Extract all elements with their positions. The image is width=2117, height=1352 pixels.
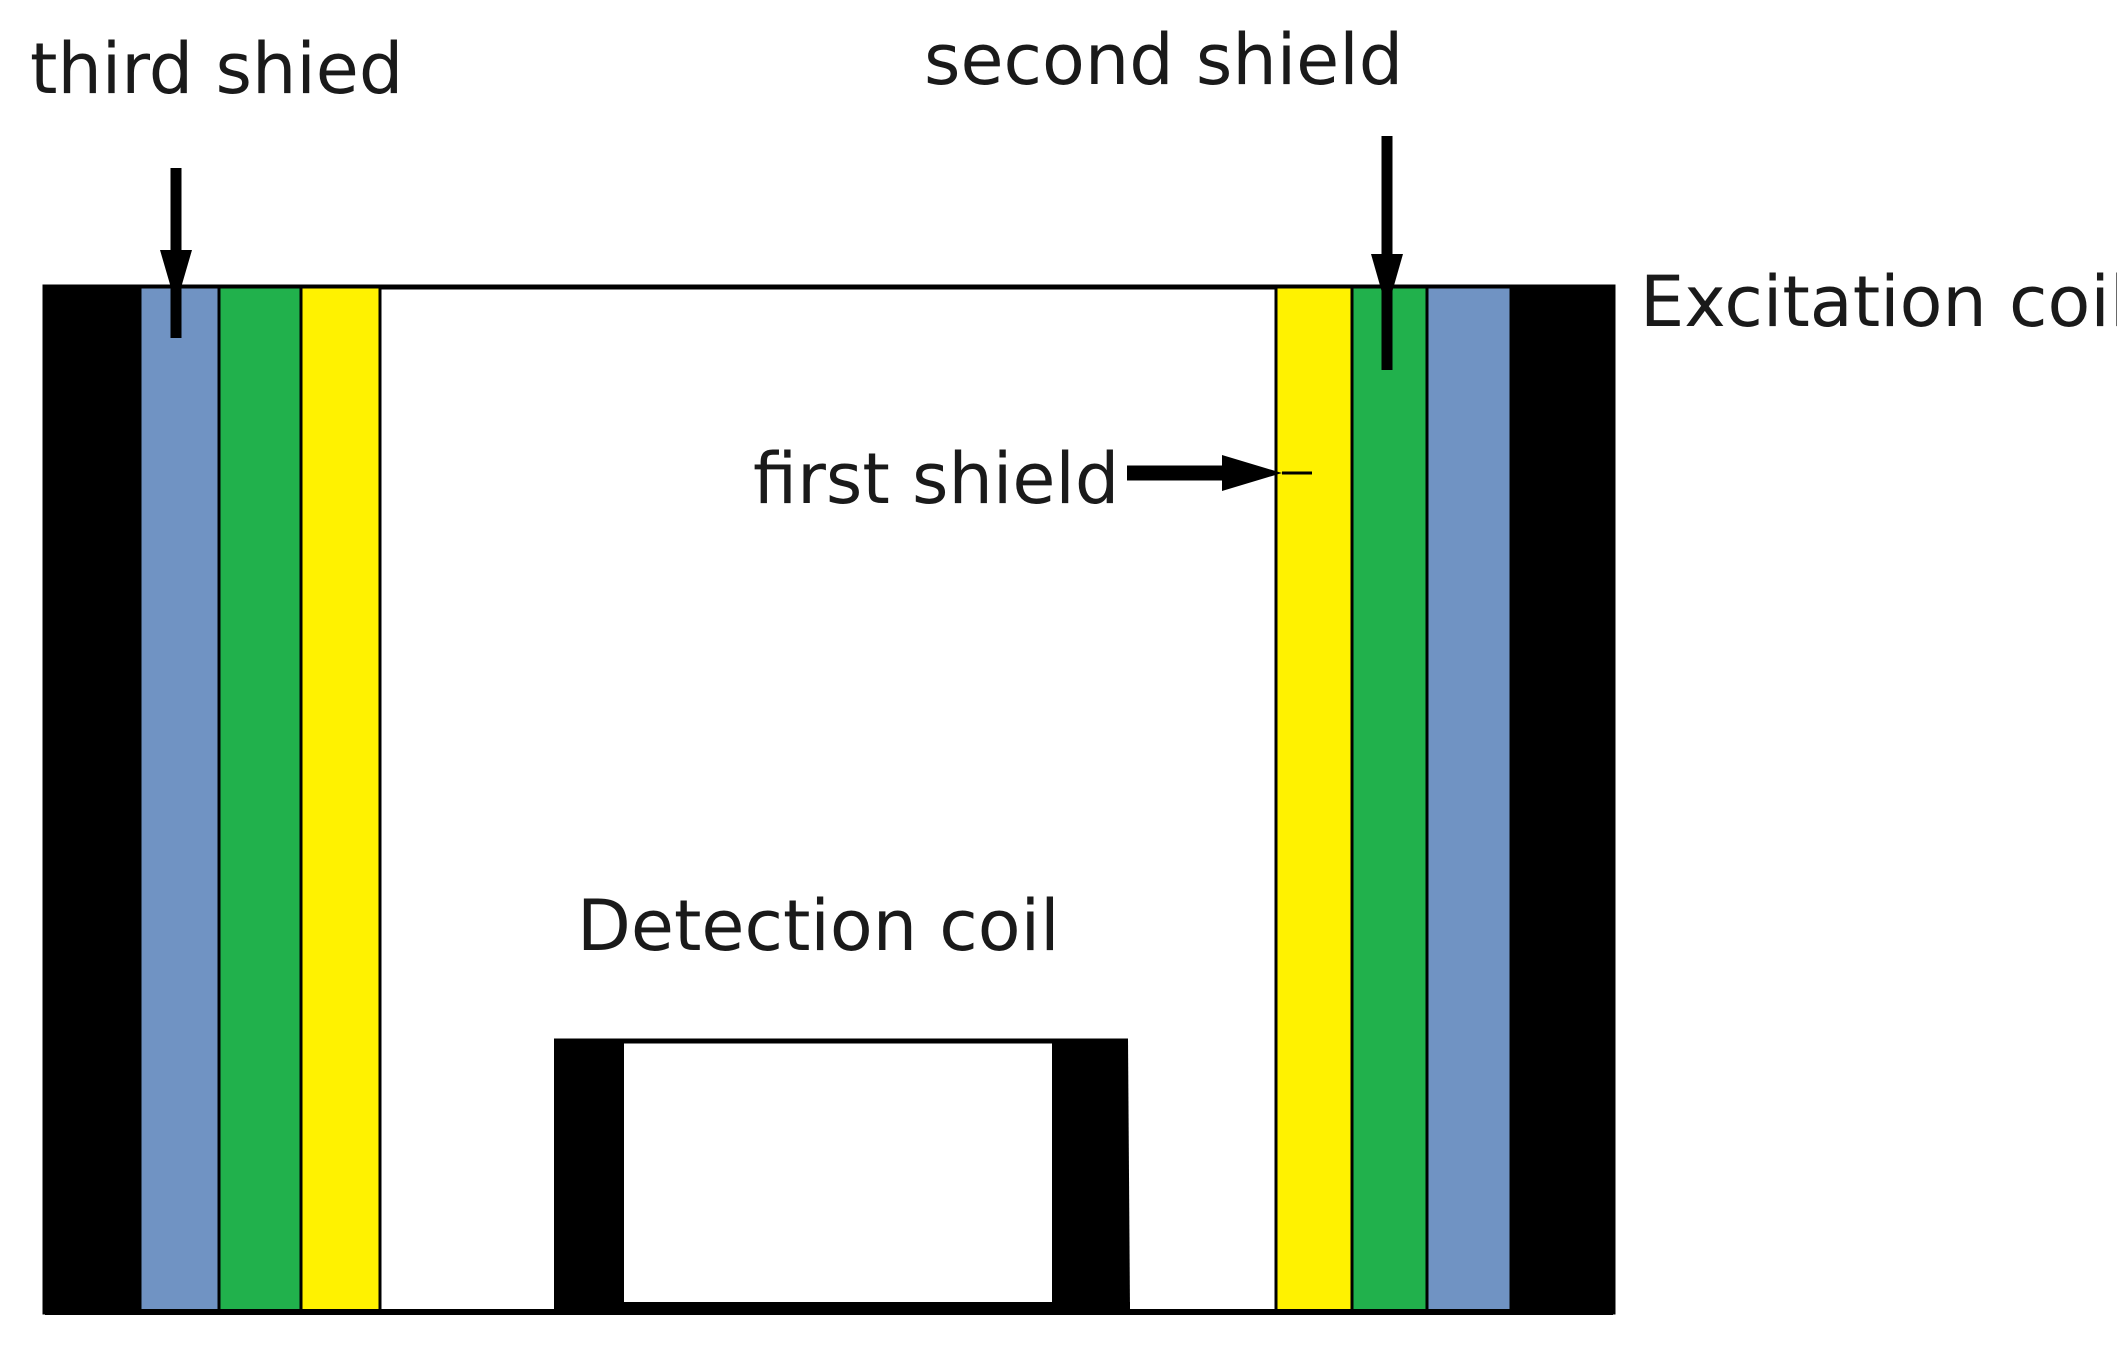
detection-coil-label: Detection coil [577, 885, 1060, 967]
second-shield-arrow [1371, 136, 1403, 370]
excitation-coil-left [45, 287, 140, 1312]
third-shield-arrow [160, 168, 192, 338]
first-shield-label: first shield [753, 438, 1119, 520]
first-shield-left [299, 285, 382, 1314]
third-shield-right [1425, 285, 1513, 1314]
second-shield-left [217, 285, 303, 1314]
second-shield-label: second shield [924, 19, 1403, 101]
detection-coil-right-leg [1052, 1039, 1130, 1312]
first-shield-right [1274, 285, 1354, 1314]
third-shield-left [138, 285, 221, 1314]
excitation-coil-right [1511, 287, 1613, 1312]
excitation-coil-label: Excitation coil [1640, 261, 2117, 343]
detection-coil-left-leg [554, 1039, 624, 1312]
first-shield-arrow [1127, 455, 1312, 491]
second-shield-right [1350, 285, 1429, 1314]
third-shield-label: third shied [30, 28, 403, 110]
